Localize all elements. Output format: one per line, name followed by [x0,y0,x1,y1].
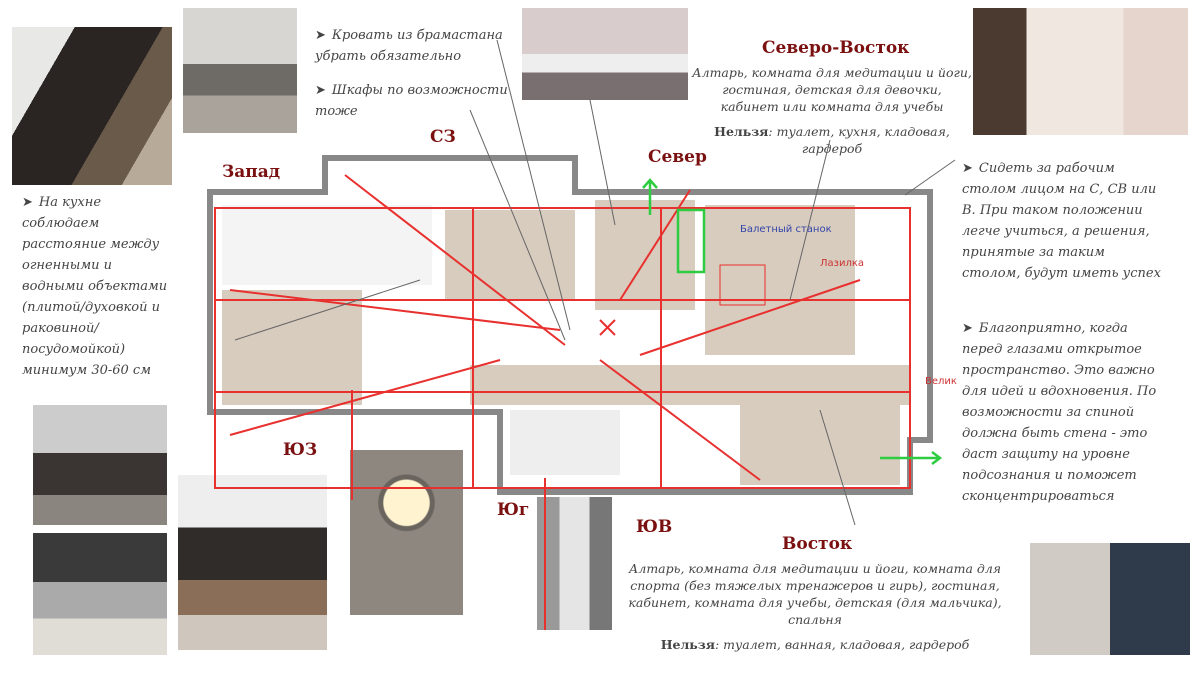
note-desk: ➤Сидеть за рабочим столом лицом на С, СВ… [962,161,1161,281]
photo-study [1030,543,1190,655]
photo-bedroom [183,8,297,133]
green-arrows [642,178,943,465]
northeast-allowed: Алтарь, комната для медитации и йоги, го… [692,65,972,114]
northeast-description: Алтарь, комната для медитации и йоги, го… [692,64,972,157]
note-wardrobes: ➤Шкафы по возможности тоже [315,83,508,119]
plan-label-ladder: Лазилка [820,258,865,269]
east-allowed: Алтарь, комната для медитации и йоги, ко… [628,561,1002,627]
photo-living-2 [33,533,167,655]
photo-girls-room [522,8,688,100]
photo-bathroom [350,450,463,615]
plan-floors [222,200,910,485]
note-bed: ➤Кровать из брамастана убрать обязательн… [315,28,503,64]
plan-label-ballet: Балетный станок [740,224,832,235]
direction-nw: СЗ [430,127,456,147]
direction-south: Юг [497,500,530,520]
direction-north: Север [648,147,707,167]
direction-se: ЮВ [636,517,673,537]
direction-sw: ЮЗ [283,440,318,460]
plan-walls [207,155,933,495]
photo-living-1 [33,405,167,525]
direction-ne: Северо-Восток [762,38,910,58]
plan-label-bike: Велик [925,376,957,387]
photo-kids-room [973,8,1188,135]
direction-west: Запад [222,162,281,182]
note-space: ➤Благоприятно, когда перед глазами откры… [962,321,1157,504]
east-description: Алтарь, комната для медитации и йоги, ко… [615,560,1015,653]
direction-east: Восток [782,534,853,554]
photo-kitchen-dark [12,27,172,185]
photo-hallway [537,497,612,630]
note-kitchen: ➤На кухне соблюдаем расстояние между огн… [22,195,168,378]
photo-dining [178,475,327,650]
northeast-forbidden-label: Нельзя [714,124,769,139]
bagua-grid [214,174,911,630]
pointer-lines [234,39,956,526]
northeast-forbidden: : туалет, кухня, кладовая, гардероб [768,124,950,156]
east-forbidden: : туалет, ванная, кладовая, гардероб [714,637,970,652]
east-forbidden-label: Нельзя [660,637,715,652]
